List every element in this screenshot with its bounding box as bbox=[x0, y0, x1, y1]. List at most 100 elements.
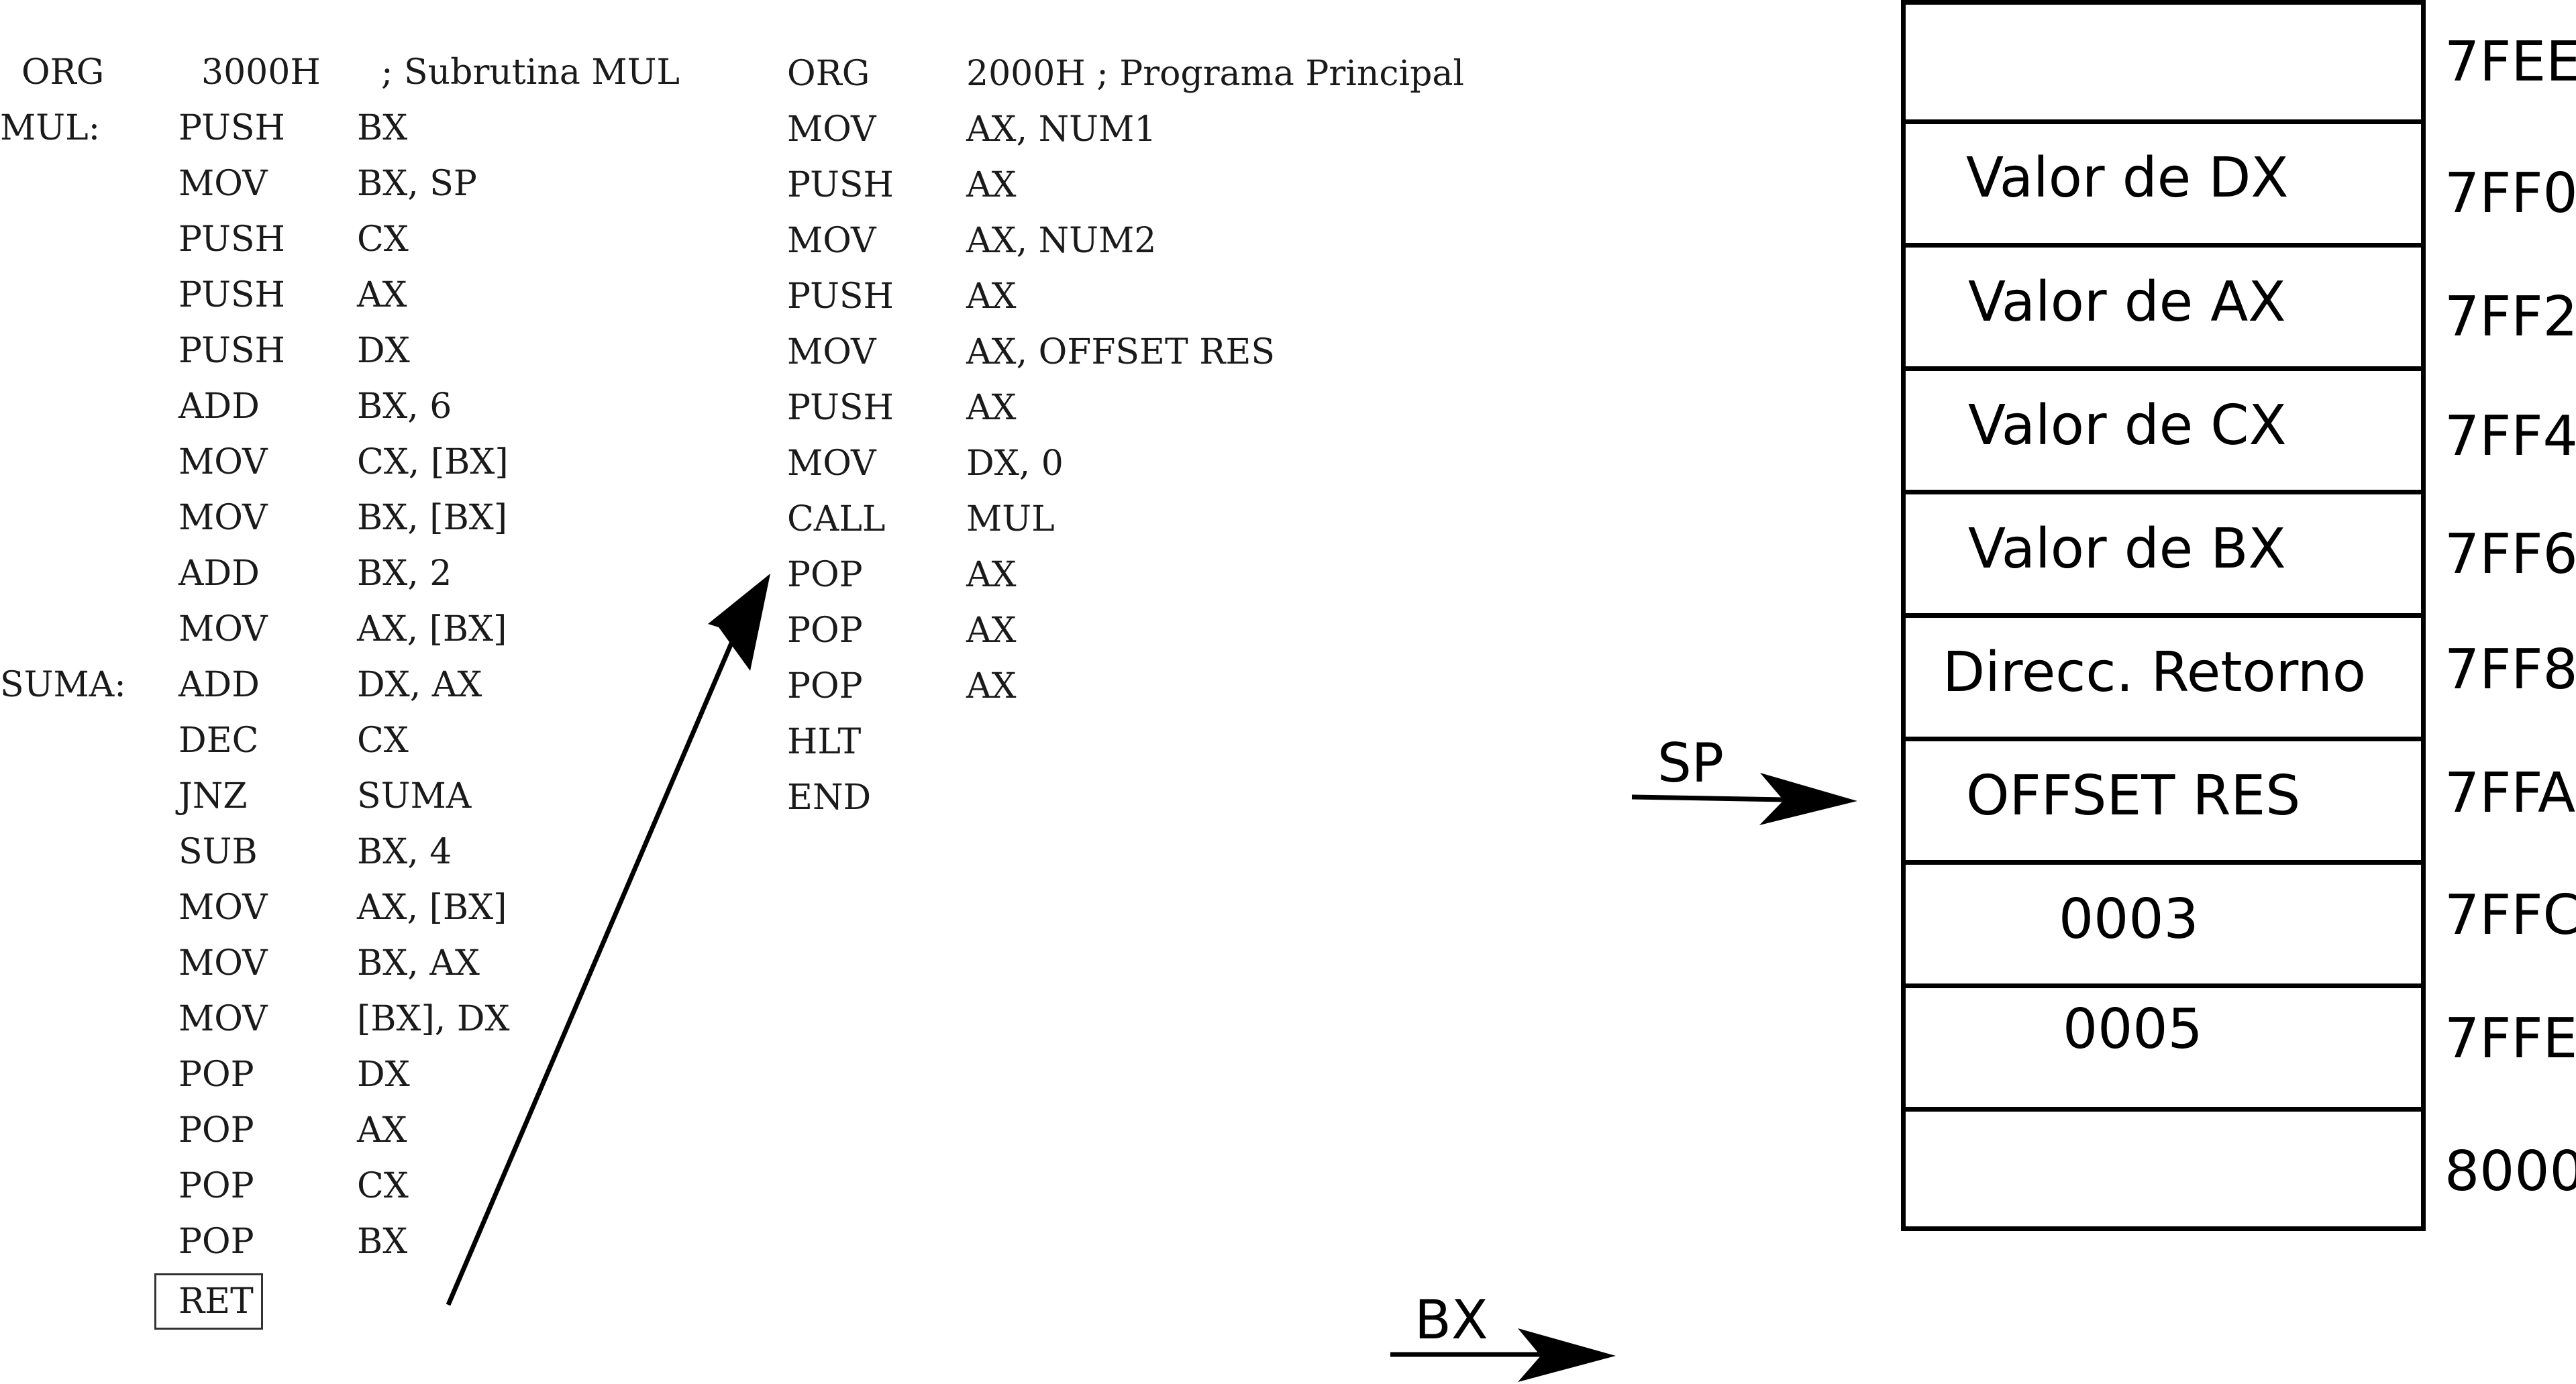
code-mnemonic: HLT bbox=[787, 722, 862, 762]
stack-address: 7FFA bbox=[2444, 761, 2576, 825]
code-operand: BX, [BX] bbox=[357, 498, 508, 538]
code-mnemonic: POP bbox=[787, 666, 863, 706]
code-operand: DX, 0 bbox=[966, 443, 1064, 484]
code-mnemonic: PUSH bbox=[787, 165, 894, 205]
stack-address: 7FF6 bbox=[2444, 523, 2576, 586]
code-mnemonic: MOV bbox=[178, 609, 268, 649]
stack-cell-content: 0005 bbox=[2063, 998, 2203, 1061]
code-mnemonic: POP bbox=[178, 1222, 254, 1262]
code-mnemonic: PUSH bbox=[178, 275, 285, 315]
return-arrow bbox=[446, 574, 770, 1306]
stack-address: 8000 bbox=[2444, 1140, 2576, 1204]
code-mnemonic: PUSH bbox=[178, 108, 285, 148]
code-operand: AX, NUM1 bbox=[966, 109, 1157, 150]
code-operand: AX bbox=[966, 165, 1017, 205]
stack-cell-content: 0003 bbox=[2059, 888, 2199, 951]
code-mnemonic: MOV bbox=[178, 498, 268, 538]
stack-address: 7FF0 bbox=[2444, 162, 2576, 225]
code-operand: AX bbox=[357, 1110, 407, 1151]
code-operand: CX bbox=[357, 1166, 409, 1206]
code-operand: CX bbox=[357, 219, 409, 260]
code-operand: BX bbox=[357, 108, 408, 148]
code-mnemonic: JNZ bbox=[178, 776, 248, 816]
stack-address: 7FEE bbox=[2444, 30, 2576, 94]
call-mnemonic: CALL bbox=[787, 499, 886, 539]
code-operand: DX bbox=[357, 1055, 410, 1095]
code-mnemonic: MOV bbox=[787, 109, 876, 150]
code-mnemonic: PUSH bbox=[178, 219, 285, 260]
stack-cell-content: Valor de BX bbox=[1968, 517, 2286, 581]
code-operand: BX, AX bbox=[357, 943, 480, 983]
org-operand-comment: 2000H ; Programa Principal bbox=[966, 54, 1465, 94]
code-mnemonic: MOV bbox=[787, 332, 876, 372]
org-address: 3000H bbox=[201, 52, 321, 93]
code-operand: BX, 6 bbox=[357, 386, 452, 427]
code-operand: AX bbox=[966, 610, 1017, 651]
ret-highlight-box bbox=[154, 1273, 263, 1330]
code-mnemonic: MOV bbox=[178, 999, 268, 1039]
stack-address: 7FF8 bbox=[2444, 638, 2576, 702]
code-operand: AX, OFFSET RES bbox=[966, 332, 1275, 372]
code-operand: AX bbox=[966, 555, 1017, 595]
code-mnemonic: MOV bbox=[787, 443, 876, 484]
return-point-mnemonic: POP bbox=[787, 555, 863, 595]
code-mnemonic: MOV bbox=[178, 888, 268, 928]
stack-address: 7FF2 bbox=[2444, 285, 2576, 349]
code-mnemonic: MOV bbox=[787, 221, 876, 261]
org-mnemonic: ORG bbox=[21, 52, 105, 93]
code-operand: BX, 2 bbox=[357, 553, 452, 594]
sp-arrow bbox=[1631, 773, 1857, 825]
code-mnemonic: MOV bbox=[178, 442, 268, 482]
code-operand: DX bbox=[357, 331, 410, 371]
subroutine-comment: ; Subrutina MUL bbox=[381, 52, 680, 93]
code-operand: AX bbox=[966, 276, 1017, 317]
code-operand: AX, [BX] bbox=[357, 888, 507, 928]
code-mnemonic: MOV bbox=[178, 943, 268, 983]
code-operand: DX, AX bbox=[357, 665, 482, 705]
stack-cell-content: Valor de DX bbox=[1966, 146, 2289, 210]
code-mnemonic: PUSH bbox=[787, 276, 894, 317]
code-mnemonic: POP bbox=[787, 610, 863, 651]
code-operand: AX bbox=[966, 666, 1017, 706]
call-target: MUL bbox=[966, 499, 1055, 539]
stack-cell-content: Valor de AX bbox=[1968, 270, 2286, 334]
org-mnemonic: ORG bbox=[787, 54, 870, 94]
code-operand: BX, SP bbox=[357, 164, 477, 204]
code-operand: [BX], DX bbox=[357, 999, 510, 1039]
code-operand: CX, [BX] bbox=[357, 442, 509, 482]
code-mnemonic: ADD bbox=[178, 665, 260, 705]
code-mnemonic: MOV bbox=[178, 164, 268, 204]
stack-cell-content: Direcc. Retorno bbox=[1943, 641, 2367, 704]
code-mnemonic: DEC bbox=[178, 721, 259, 761]
code-mnemonic: POP bbox=[178, 1110, 254, 1151]
code-operand: BX, 4 bbox=[357, 832, 452, 872]
stack-address: 7FFE bbox=[2444, 1007, 2576, 1071]
code-operand: CX bbox=[357, 721, 409, 761]
bx-label: BX bbox=[1414, 1289, 1488, 1351]
code-mnemonic: PUSH bbox=[178, 331, 285, 371]
code-mnemonic: ADD bbox=[178, 386, 260, 427]
stack-cell-content: OFFSET RES bbox=[1966, 764, 2301, 828]
code-operand: AX, [BX] bbox=[357, 609, 507, 649]
label-mul: MUL: bbox=[0, 108, 101, 148]
bx-arrow bbox=[1390, 1328, 1616, 1382]
code-mnemonic: END bbox=[787, 778, 872, 818]
code-mnemonic: PUSH bbox=[787, 388, 894, 428]
sp-label: SP bbox=[1657, 732, 1724, 794]
code-mnemonic: POP bbox=[178, 1166, 254, 1206]
stack-cell-content: Valor de CX bbox=[1968, 394, 2287, 458]
code-operand: AX bbox=[966, 388, 1017, 428]
label-suma: SUMA: bbox=[0, 665, 126, 705]
code-operand: AX bbox=[357, 275, 407, 315]
code-operand: SUMA bbox=[357, 776, 472, 816]
code-operand: AX, NUM2 bbox=[966, 221, 1157, 261]
code-mnemonic: POP bbox=[178, 1055, 254, 1095]
ret-instruction: RET bbox=[178, 1281, 254, 1322]
stack-cell bbox=[1901, 1107, 2426, 1231]
code-mnemonic: ADD bbox=[178, 553, 260, 594]
code-operand: BX bbox=[357, 1222, 408, 1262]
code-mnemonic: SUB bbox=[178, 832, 258, 872]
stack-address: 7FFC bbox=[2444, 884, 2576, 947]
stack-address: 7FF4 bbox=[2444, 405, 2576, 468]
